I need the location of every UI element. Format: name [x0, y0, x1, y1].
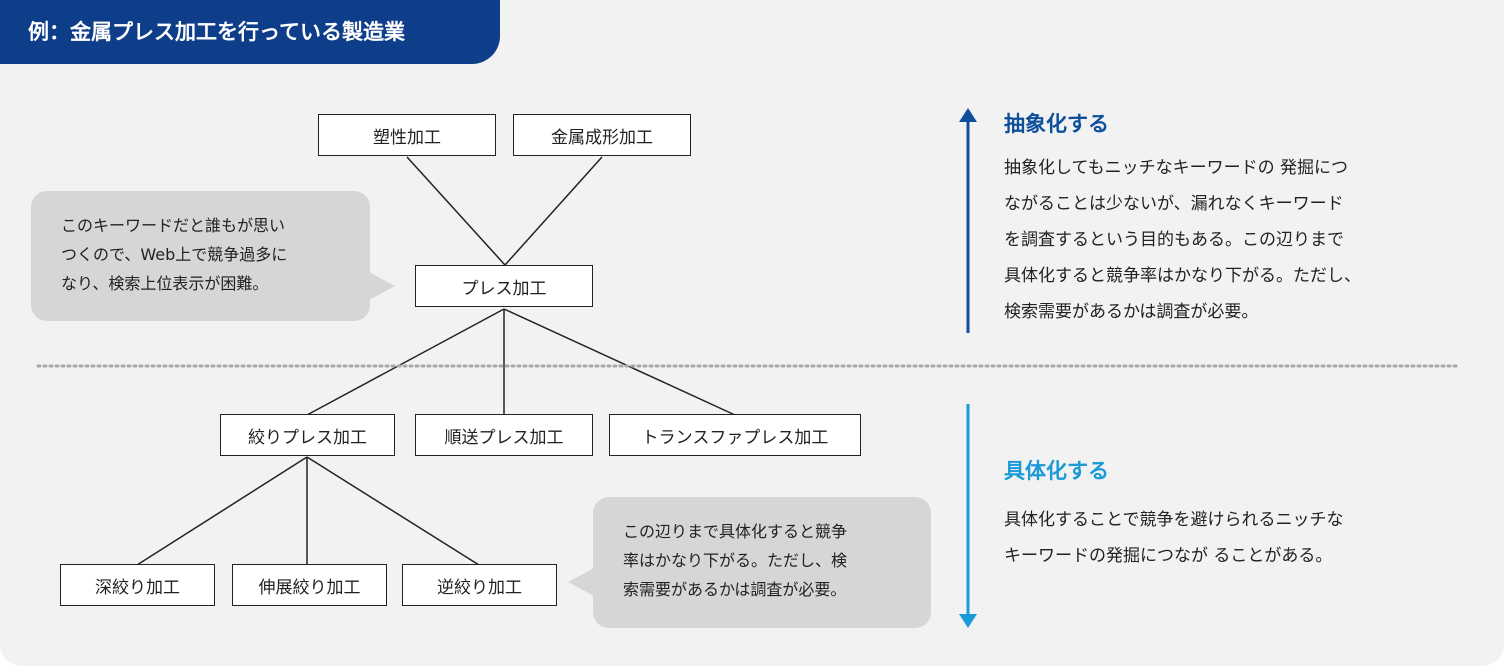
concrete-arrow-head	[959, 614, 977, 628]
abstract-description-line: 検索需要があるかは調査が必要。	[1004, 302, 1259, 322]
bubble-right-line: この辺りまで具体化すると競争	[623, 522, 848, 541]
concrete-description-line: 具体化することで競争を避けられるニッチな	[1004, 510, 1344, 530]
bubble-left-line: つくので、Web上で競争過多に	[61, 245, 288, 264]
edge-plastic-press	[406, 156, 506, 266]
edge-metalforming-press	[504, 156, 603, 266]
node-transfer-press: トランスファプレス加工	[609, 414, 861, 456]
abstract-arrow-head	[959, 108, 977, 122]
abstract-description-line: ながることは少ないが、漏れなくキーワード	[1004, 194, 1344, 214]
abstract-heading: 抽象化する	[1004, 112, 1109, 136]
bubble-right: この辺りまで具体化すると競争 率はかなり下がる。ただし、検 索需要があるかは調査…	[593, 497, 931, 628]
abstract-description: 抽象化してもニッチなキーワードの 発掘につ ながることは少ないが、漏れなくキーワ…	[1004, 150, 1361, 330]
bubble-right-tail	[568, 568, 594, 596]
abstract-description-line: 具体化すると競争率はかなり下がる。ただし、	[1004, 266, 1361, 286]
concrete-description-line: キーワードの発掘につなが ることがある。	[1004, 546, 1333, 566]
node-progressive-press: 順送プレス加工	[415, 414, 593, 456]
node-drawing-press: 絞りプレス加工	[220, 414, 395, 456]
bubble-left: このキーワードだと誰もが思い つくので、Web上で競争過多に なり、検索上位表示…	[31, 191, 370, 321]
concrete-description: 具体化することで競争を避けられるニッチな キーワードの発掘につなが ることがある…	[1004, 502, 1344, 574]
bubble-right-line: 率はかなり下がる。ただし、検	[623, 551, 848, 570]
node-metal-forming: 金属成形加工	[513, 114, 691, 156]
bubble-left-line: なり、検索上位表示が困難。	[61, 274, 269, 293]
bubble-left-line: このキーワードだと誰もが思い	[61, 216, 286, 235]
edge-press-drawing	[306, 308, 505, 416]
edge-drawing-deep	[136, 456, 308, 566]
node-press-processing: プレス加工	[415, 265, 593, 307]
node-plastic-processing: 塑性加工	[318, 114, 496, 156]
node-reverse-drawing: 逆絞り加工	[402, 564, 557, 606]
bubble-right-line: 索需要があるかは調査が必要。	[623, 580, 847, 599]
abstract-description-line: を調査するという目的もある。この辺りまで	[1004, 230, 1344, 250]
title-tab: 例：金属プレス加工を行っている製造業	[0, 0, 500, 64]
edge-press-transfer	[503, 308, 736, 416]
node-deep-drawing: 深絞り加工	[60, 564, 215, 606]
abstract-description-line: 抽象化してもニッチなキーワードの 発掘につ	[1004, 158, 1349, 178]
edge-drawing-reverse	[306, 456, 480, 566]
concrete-heading: 具体化する	[1004, 459, 1109, 483]
node-stretch-drawing: 伸展絞り加工	[232, 564, 387, 606]
bubble-left-tail	[369, 272, 395, 300]
